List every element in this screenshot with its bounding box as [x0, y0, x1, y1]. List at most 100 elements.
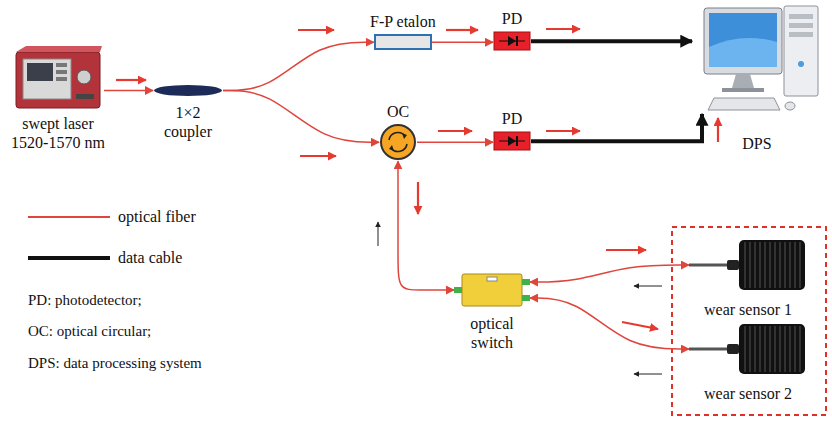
- direction-arrow: [606, 249, 646, 251]
- optical-fiber: [398, 161, 454, 290]
- laser-knob: [77, 70, 91, 84]
- thread-line: [774, 242, 775, 288]
- abbreviation-note: DPS: data processing system: [28, 354, 202, 372]
- etalon-box-shape: [374, 34, 432, 50]
- monitor-stand: [732, 74, 754, 88]
- wear-sensor: wear sensor 1: [689, 236, 807, 319]
- optical-circulator-graphic: [379, 123, 417, 161]
- node-label: wear sensor 1: [704, 300, 792, 319]
- drive-bay: [789, 14, 813, 19]
- optical-switch-graphic: [454, 272, 530, 308]
- thread-line: [744, 242, 745, 288]
- coupler-body: [154, 85, 222, 96]
- thread-line: [784, 326, 785, 372]
- laser-button: [56, 77, 67, 81]
- fiber-connector: [522, 295, 530, 301]
- legend: optical fiber data cable: [28, 206, 196, 288]
- optical-fiber: [530, 298, 689, 349]
- node-label: OC: [387, 102, 409, 121]
- optical-fiber: [104, 90, 153, 92]
- photodetector-graphic: [493, 31, 531, 51]
- thread-line: [794, 326, 795, 372]
- screen-wave: [709, 38, 777, 67]
- fiber-coupler-graphic: [153, 84, 223, 97]
- computer: DPS: [692, 2, 822, 153]
- node-label: DPS: [742, 134, 771, 153]
- laser-source: swept laser 1520-1570 nm: [2, 44, 114, 152]
- optical-switch: optical switch: [454, 272, 530, 352]
- sensor-ferrule: [727, 260, 739, 270]
- sensor-group-frame: [672, 227, 826, 415]
- legend-text: data cable: [118, 249, 182, 267]
- abbreviation-note: PD: photodetector;: [28, 291, 142, 309]
- etalon-box: F-P etalon: [370, 12, 436, 50]
- sensor-cable: [689, 264, 731, 267]
- graphic-part: [116, 29, 718, 329]
- wear-sensor-shape: [689, 320, 807, 378]
- thread-line: [764, 242, 765, 288]
- legend-row: data cable: [28, 247, 196, 269]
- legend-line: [28, 216, 110, 218]
- laser-screen: [27, 63, 53, 81]
- thread-line: [799, 326, 800, 372]
- direction-arrow: [438, 130, 472, 132]
- laser-top: [16, 46, 102, 52]
- optical-fiber: [530, 265, 689, 282]
- return-arrow: [634, 374, 662, 375]
- switch-body: [462, 274, 522, 306]
- computer-tower: [784, 6, 818, 96]
- wear-sensor-graphic: [689, 236, 807, 294]
- monitor-frame: [704, 8, 782, 74]
- thread-line: [784, 242, 785, 288]
- thread-line: [754, 242, 755, 288]
- photodetector-shape: [493, 131, 531, 151]
- optical-fiber: [417, 141, 493, 143]
- thread-line: [759, 242, 760, 288]
- thread-line: [799, 242, 800, 288]
- thread-line: [789, 326, 790, 372]
- mouse: [785, 102, 795, 110]
- monitor-base: [722, 88, 764, 92]
- diode-lead: [499, 141, 525, 142]
- photodetector-body: [494, 132, 530, 150]
- sensor-ferrule: [727, 344, 739, 354]
- wear-sensor-shape: [689, 236, 807, 294]
- direction-arrow: [717, 118, 719, 142]
- drive-bay: [789, 32, 813, 37]
- return-arrow: [378, 222, 379, 246]
- optical-fiber: [223, 91, 379, 143]
- legend-text: optical fiber: [118, 208, 196, 226]
- thread-line: [774, 326, 775, 372]
- direction-arrow: [300, 155, 336, 157]
- node-label: PD: [502, 109, 522, 128]
- power-light: [798, 61, 804, 67]
- legend-line: [28, 256, 110, 260]
- abbreviation-note: OC: optical circular;: [28, 322, 151, 340]
- photodetector: PD: [493, 9, 531, 51]
- node-label: 1×2 coupler: [152, 103, 224, 141]
- thread-line: [759, 326, 760, 372]
- keyboard: [708, 98, 780, 110]
- etalon-body: [375, 35, 431, 49]
- data-cable: [531, 39, 692, 43]
- thread-line: [779, 326, 780, 372]
- fiber-connector: [522, 279, 530, 285]
- photodetector: PD: [493, 109, 531, 151]
- optical-fiber: [432, 41, 493, 43]
- photodetector-body: [494, 32, 530, 50]
- direction-arrow: [298, 29, 334, 31]
- node-label: F-P etalon: [370, 12, 436, 31]
- laser-panel: [23, 59, 71, 99]
- thread-line: [769, 242, 770, 288]
- laser-port: [76, 94, 94, 99]
- wear-sensor: wear sensor 2: [689, 320, 807, 403]
- thread-line: [749, 326, 750, 372]
- thread-line: [789, 242, 790, 288]
- laser-source-shape: [12, 44, 104, 110]
- direction-arrow: [546, 130, 580, 132]
- direction-arrow: [622, 322, 658, 329]
- graphic-part: [378, 222, 662, 374]
- fiber-connector: [454, 287, 462, 293]
- computer-shape: [692, 2, 822, 114]
